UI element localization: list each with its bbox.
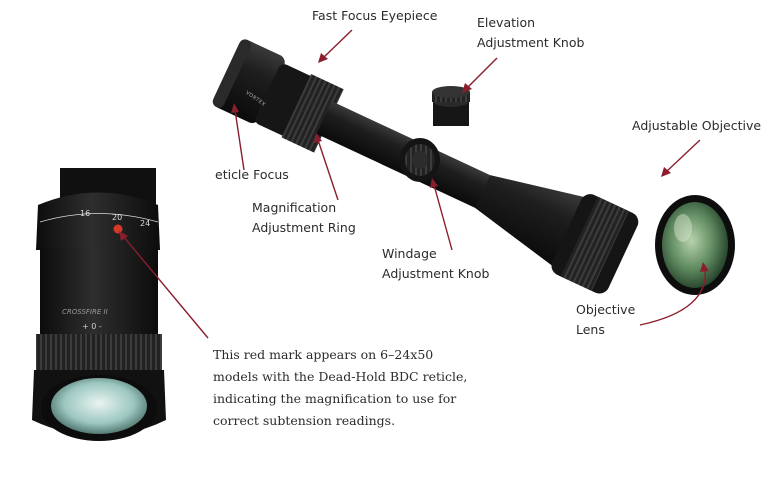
magnification-dial — [36, 192, 160, 250]
label-line: Adjustment Knob — [382, 266, 490, 281]
label-magnification-ring: Magnification Adjustment Ring — [252, 198, 356, 238]
arrow-objective-lens — [639, 267, 706, 326]
model-marking: CROSSFIRE II — [62, 308, 108, 316]
arrow-objective-adjust — [665, 139, 701, 173]
red-mark-note: This red mark appears on 6–24x50 models … — [213, 344, 513, 432]
label-line: Magnification — [252, 200, 337, 215]
red-mark-dot — [113, 224, 123, 234]
arrow-red-mark — [122, 235, 209, 339]
detail-ocular-lens — [51, 378, 147, 434]
callout-arrows — [119, 29, 709, 339]
arrow-elevation — [466, 57, 498, 89]
label-line: Elevation — [477, 15, 536, 30]
note-line: correct subtension readings. — [213, 413, 396, 428]
detail-tube — [40, 248, 158, 338]
mag-marking-20: 20 — [112, 213, 123, 222]
label-line: Windage — [382, 246, 437, 261]
elevation-knob — [432, 86, 470, 126]
arrow-eyepiece — [322, 29, 353, 59]
label-line: Objective — [576, 302, 636, 317]
label-objective-lens: Objective Lens — [576, 300, 635, 340]
note-line: indicating the magnification to use for — [213, 391, 457, 406]
turret-marking: + 0 - — [82, 322, 102, 331]
arrow-reticle-focus — [234, 109, 245, 171]
label-reticle-focus: eticle Focus — [215, 167, 289, 182]
arrow-windage — [433, 184, 453, 251]
note-line: models with the Dead-Hold BDC reticle, — [213, 369, 468, 384]
mag-marking-16: 16 — [80, 209, 91, 218]
label-windage-knob: Windage Adjustment Knob — [382, 244, 489, 284]
detail-eyepiece-ring — [36, 334, 162, 370]
detail-scope — [32, 168, 166, 441]
arrow-magnification — [317, 139, 339, 201]
magnification-ring — [281, 73, 344, 153]
note-line: This red mark appears on 6–24x50 — [213, 347, 434, 362]
label-elevation-knob: Elevation Adjustment Knob — [477, 13, 584, 53]
side-scope — [212, 39, 735, 295]
label-line: Adjustment Ring — [252, 220, 356, 235]
label-adjustable-objective: Adjustable Objective — [632, 118, 762, 133]
objective-bell — [474, 175, 585, 267]
label-line: Adjustment Knob — [477, 35, 585, 50]
label-fast-focus-eyepiece: Fast Focus Eyepiece — [312, 8, 438, 23]
objective-lens — [662, 202, 728, 288]
mag-marking-24: 24 — [140, 219, 151, 228]
windage-knob — [400, 138, 440, 182]
label-line: Lens — [576, 322, 605, 337]
